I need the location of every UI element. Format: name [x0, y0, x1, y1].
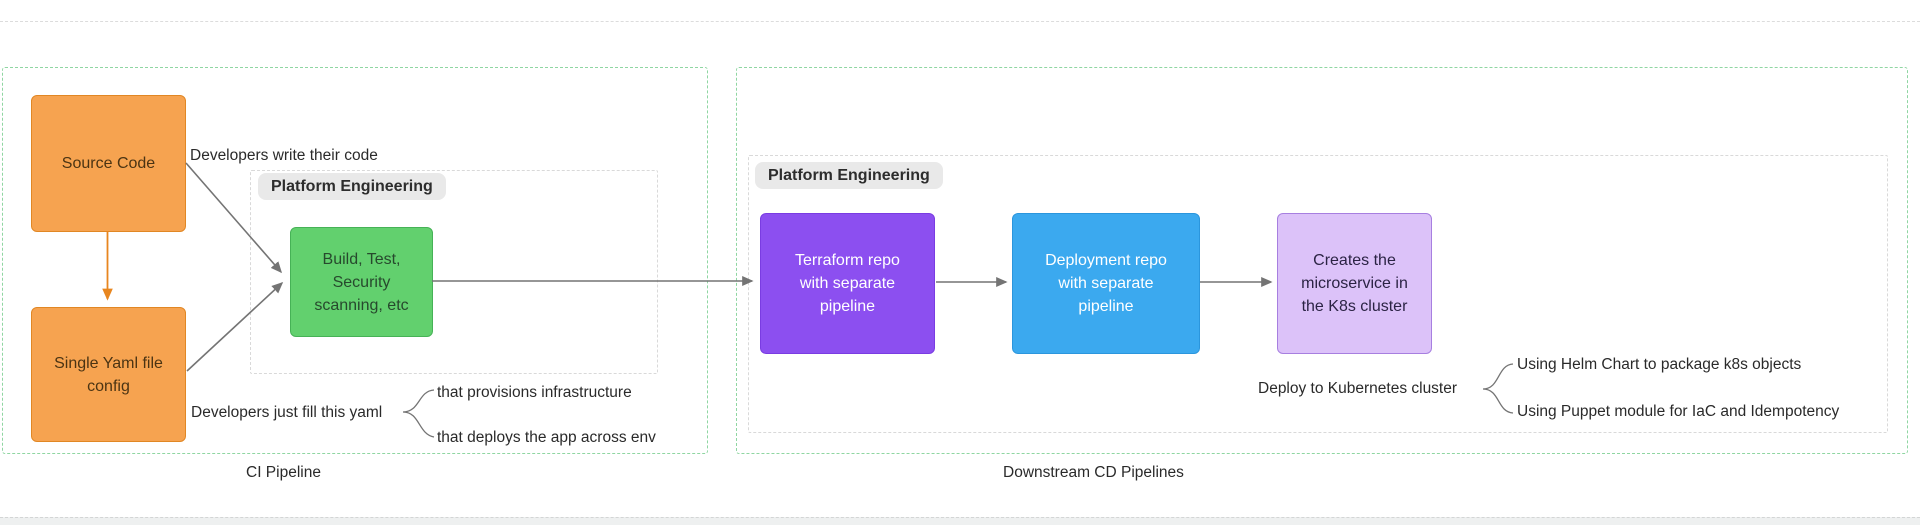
annotation-provisions-infrastructure[interactable]: that provisions infrastructure	[437, 384, 632, 401]
annotation-developers-write-code[interactable]: Developers write their code	[190, 147, 378, 164]
page-boundary-bottom	[0, 517, 1920, 525]
annotation-deploys-across-env[interactable]: that deploys the app across env	[437, 429, 656, 446]
node-source-code[interactable]: Source Code	[31, 95, 186, 232]
cd-platform-group-box[interactable]	[748, 155, 1888, 433]
caption-downstream-cd-pipelines[interactable]: Downstream CD Pipelines	[1003, 464, 1184, 481]
annotation-deploy-to-kubernetes[interactable]: Deploy to Kubernetes cluster	[1258, 380, 1458, 397]
annotation-helm-chart[interactable]: Using Helm Chart to package k8s objects	[1517, 356, 1802, 373]
platform-engineering-label-ci[interactable]: Platform Engineering	[258, 173, 446, 200]
caption-ci-pipeline[interactable]: CI Pipeline	[246, 464, 321, 481]
annotation-developers-fill-yaml[interactable]: Developers just fill this yaml	[191, 404, 383, 421]
platform-engineering-label-cd[interactable]: Platform Engineering	[755, 162, 943, 189]
annotation-puppet-module[interactable]: Using Puppet module for IaC and Idempote…	[1517, 403, 1840, 420]
ci-pipeline-section-frame[interactable]	[2, 67, 708, 454]
page-boundary-top	[0, 21, 1920, 22]
cd-pipelines-section-frame[interactable]	[736, 67, 1908, 454]
